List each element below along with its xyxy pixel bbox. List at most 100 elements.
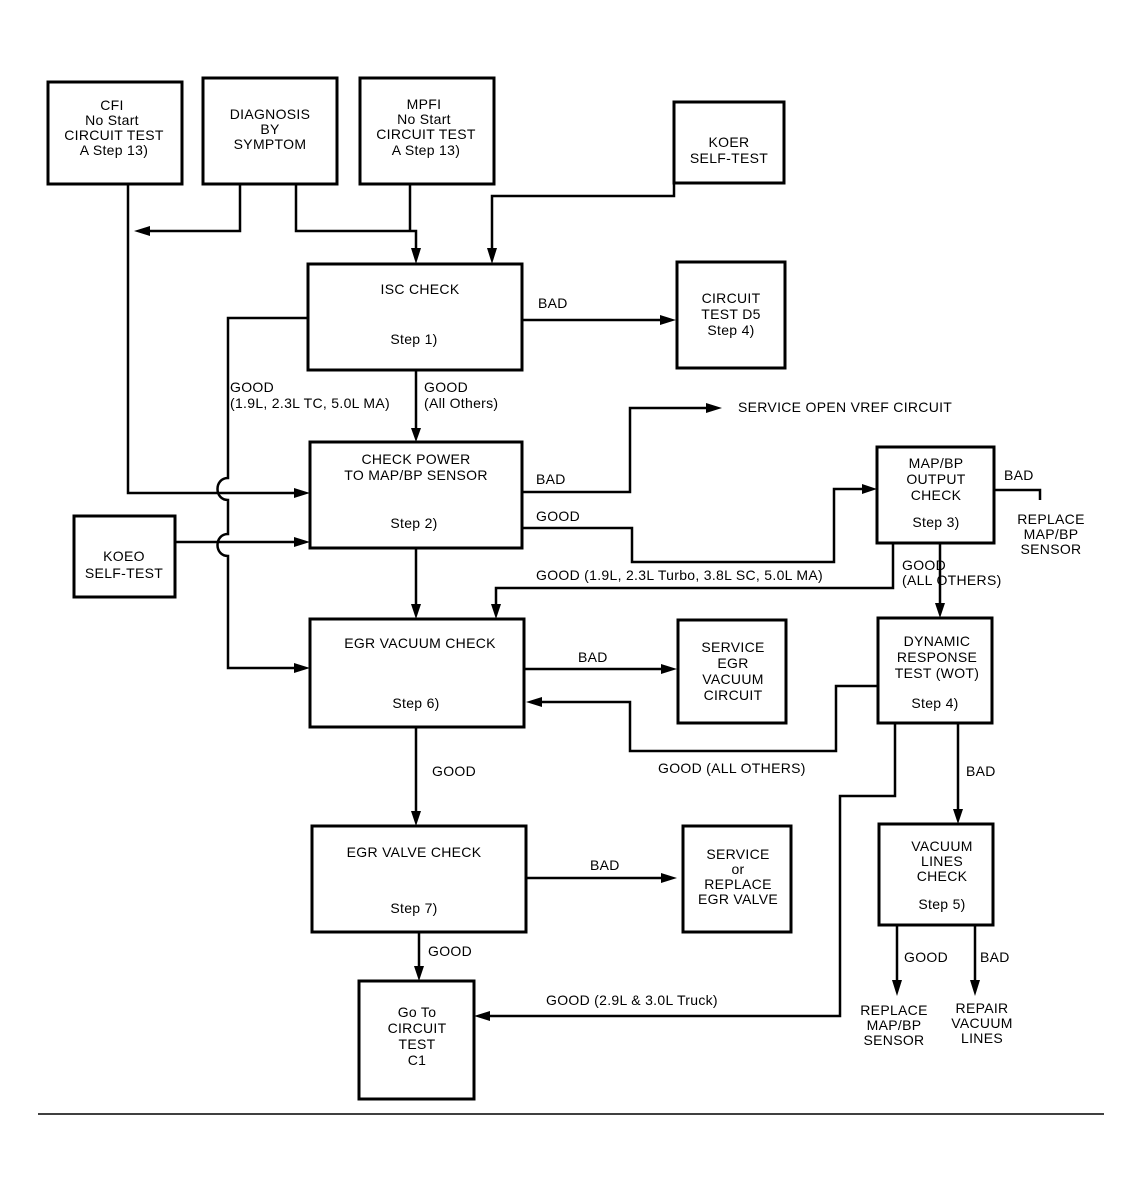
service-egr-vac-line-3: VACUUM	[702, 671, 763, 687]
arrow-into-check-power-koeo	[294, 537, 310, 547]
dynamic-response-box	[876, 616, 994, 725]
dynamic-step: Step 4)	[911, 695, 958, 711]
arrow-junction-left	[134, 226, 150, 236]
replace-map-bp-1-line-1: REPLACE	[1017, 511, 1084, 527]
circuit-d5-line-3: Step 4)	[707, 322, 754, 338]
map-good-label-1: GOOD	[902, 557, 946, 573]
box-texts: CFI No Start CIRCUIT TEST A Step 13) DIA…	[64, 96, 979, 1068]
connector-map-good-turbo	[494, 543, 895, 608]
service-open-vref-text: SERVICE OPEN VREF CIRCUIT	[738, 399, 952, 415]
vacuum-lines-step: Step 5)	[918, 896, 965, 912]
isc-good-down-label-1: GOOD	[424, 379, 468, 395]
cfi-line-3: CIRCUIT TEST	[64, 127, 164, 143]
koeo-line-1: KOEO	[103, 548, 145, 564]
koer-box	[672, 100, 786, 185]
isc-check-box	[306, 262, 524, 372]
arrow-to-vref	[706, 403, 722, 413]
arrow-into-check-power-cfi	[294, 488, 310, 498]
replace-map-bp-1-line-2: MAP/BP	[1024, 526, 1079, 542]
terminal-texts: SERVICE OPEN VREF CIRCUIT REPLACE MAP/BP…	[738, 399, 1084, 1048]
goto-c1-line-3: TEST	[399, 1036, 436, 1052]
dynamic-title-1: DYNAMIC	[904, 633, 971, 649]
arrow-into-circuit-d5	[660, 315, 676, 325]
circuit-d5-box	[675, 260, 787, 370]
repair-vacuum-line-3: LINES	[961, 1030, 1003, 1046]
service-egr-vac-line-1: SERVICE	[701, 639, 764, 655]
map-bp-step: Step 3)	[912, 514, 959, 530]
connector-diagnosis-to-cfi-line	[140, 184, 242, 233]
good-turbo-label: GOOD (1.9L, 2.3L Turbo, 3.8L SC, 5.0L MA…	[536, 567, 823, 583]
koeo-line-2: SELF-TEST	[85, 565, 163, 581]
service-replace-line-2: or	[731, 861, 744, 877]
goto-c1-box	[357, 979, 476, 1101]
map-good-label-2: (ALL OTHERS)	[902, 572, 1002, 588]
egr-vac-bad-label: BAD	[578, 649, 608, 665]
connector-diagnosis-to-isc	[294, 184, 418, 253]
circuit-d5-line-1: CIRCUIT	[702, 290, 761, 306]
arrow-into-service-egr-vac	[661, 664, 677, 674]
repair-vacuum-line-1: REPAIR	[956, 1000, 1009, 1016]
diagnosis-line-2: BY	[260, 121, 280, 137]
egr-vacuum-title: EGR VACUUM CHECK	[344, 635, 496, 651]
diagnosis-line-1: DIAGNOSIS	[230, 106, 311, 122]
connector-dynamic-good-back	[540, 684, 878, 753]
map-bp-title-3: CHECK	[911, 487, 962, 503]
dynamic-bad-label: BAD	[966, 763, 996, 779]
good-truck-label: GOOD (2.9L & 3.0L Truck)	[546, 992, 718, 1008]
check-power-box	[308, 440, 524, 550]
koer-line-1: KOER	[709, 134, 750, 150]
isc-title: ISC CHECK	[381, 281, 460, 297]
check-power-title-2: TO MAP/BP SENSOR	[344, 467, 488, 483]
service-egr-vacuum-box	[676, 618, 788, 725]
arrow-vac-bad	[970, 980, 980, 996]
isc-bad-label: BAD	[538, 295, 568, 311]
repair-vacuum-line-2: VACUUM	[951, 1015, 1012, 1031]
egr-valve-check-box	[310, 824, 528, 934]
arrow-into-egr-vac-top-right	[491, 604, 501, 619]
arrow-into-isc-left	[411, 248, 421, 264]
connector-map-bad	[994, 488, 1042, 500]
circuit-d5-line-2: TEST D5	[701, 306, 760, 322]
service-egr-vac-line-2: EGR	[717, 655, 748, 671]
mpfi-line-4: A Step 13)	[392, 142, 460, 158]
goto-c1-line-4: C1	[408, 1052, 427, 1068]
arrow-into-dynamic	[935, 603, 945, 618]
connectors	[38, 183, 1104, 1115]
arrow-into-c1-right	[474, 1011, 490, 1021]
replace-map-bp-2-line-1: REPLACE	[860, 1002, 927, 1018]
vacuum-lines-title-1: VACUUM	[911, 838, 972, 854]
connector-cfi-to-check-power	[126, 184, 300, 495]
arrow-into-egr-vac-left	[294, 663, 310, 673]
diagnosis-box	[201, 76, 339, 186]
map-bp-output-box	[875, 445, 996, 545]
egr-valve-title: EGR VALVE CHECK	[347, 844, 482, 860]
service-replace-line-1: SERVICE	[706, 846, 769, 862]
check-power-step: Step 2)	[390, 515, 437, 531]
arrow-into-check-power-top	[411, 428, 421, 442]
arrow-into-c1-top	[414, 966, 424, 981]
boxes	[46, 76, 996, 1101]
vac-good-label: GOOD	[904, 949, 948, 965]
cfi-line-1: CFI	[100, 97, 123, 113]
service-replace-line-4: EGR VALVE	[698, 891, 778, 907]
arrowheads	[134, 226, 980, 1021]
dynamic-title-2: RESPONSE	[897, 649, 977, 665]
isc-good-left-label-2: (1.9L, 2.3L TC, 5.0L MA)	[230, 395, 390, 411]
goto-c1-line-2: CIRCUIT	[388, 1020, 447, 1036]
power-bad-label: BAD	[536, 471, 566, 487]
mpfi-line-1: MPFI	[407, 96, 442, 112]
connector-isc-good-left	[216, 316, 308, 670]
isc-good-left-label-1: GOOD	[230, 379, 274, 395]
arrow-into-map-bp	[862, 484, 877, 494]
service-egr-vac-line-4: CIRCUIT	[704, 687, 763, 703]
service-replace-egr-box	[681, 824, 793, 934]
cfi-box	[46, 80, 184, 186]
map-bad-label: BAD	[1004, 467, 1034, 483]
replace-map-bp-1-line-3: SENSOR	[1021, 541, 1082, 557]
replace-map-bp-2-line-2: MAP/BP	[867, 1017, 922, 1033]
cfi-line-2: No Start	[85, 112, 139, 128]
isc-good-down-label-2: (All Others)	[424, 395, 498, 411]
connector-dynamic-good-truck	[488, 723, 897, 1018]
connector-power-bad	[522, 406, 712, 494]
